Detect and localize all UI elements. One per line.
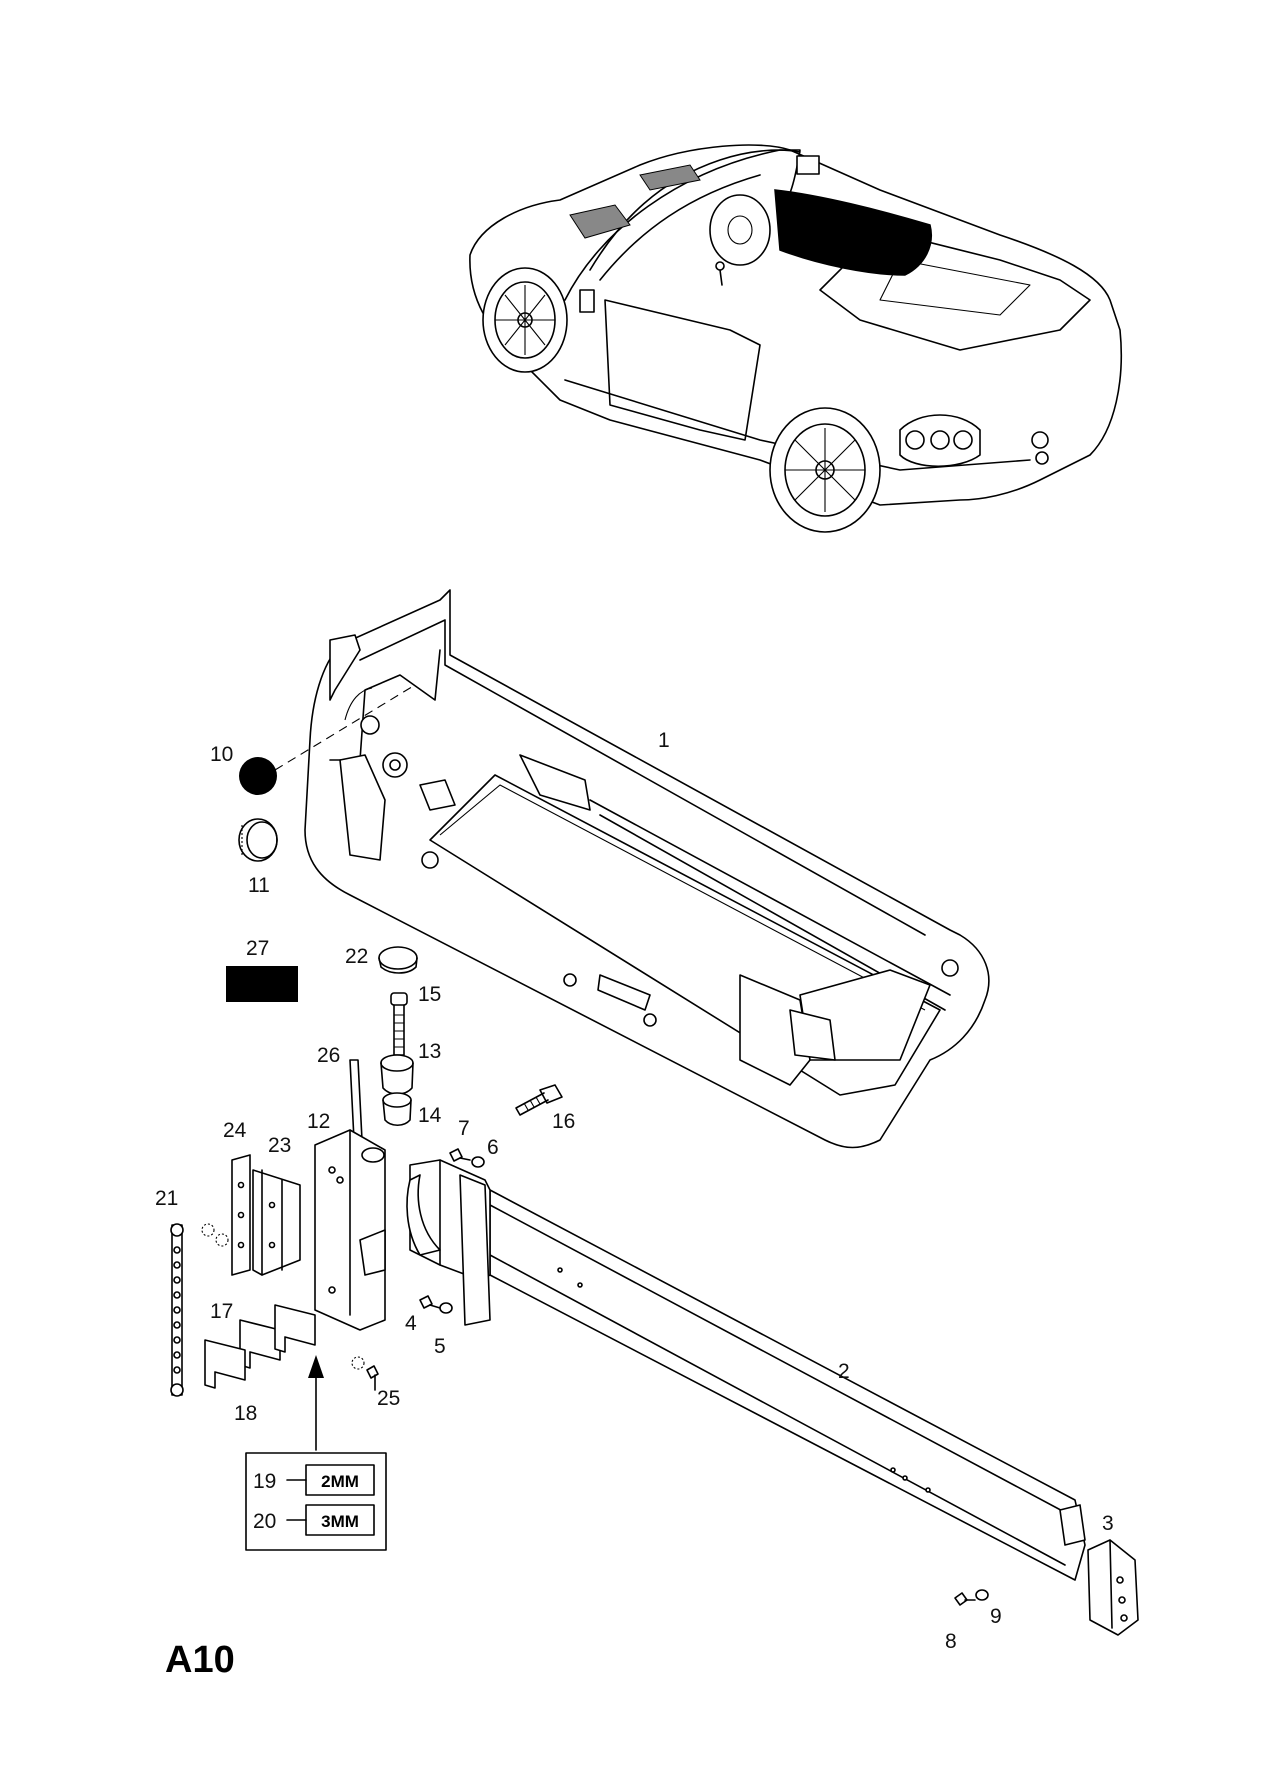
part-24-plate <box>231 1154 251 1276</box>
beam-end-bracket <box>406 1159 491 1326</box>
shim-ref-19: 19 <box>253 1470 276 1493</box>
part-14-sleeve <box>382 1092 412 1127</box>
part-21-strip <box>170 1223 184 1397</box>
callout-10: 10 <box>210 743 233 766</box>
front-frame-assembly <box>304 589 990 1149</box>
callout-26: 26 <box>317 1044 340 1067</box>
part-12-bracket <box>314 1129 386 1331</box>
page-code: A10 <box>165 1639 235 1681</box>
part-4-screw <box>419 1295 441 1309</box>
callout-25: 25 <box>377 1387 400 1410</box>
side-beam <box>489 1189 1086 1581</box>
callout-27: 27 <box>246 937 269 960</box>
part-3-bracket <box>1087 1539 1139 1636</box>
shim-ref-20: 20 <box>253 1510 276 1533</box>
callout-4: 4 <box>405 1312 417 1335</box>
part-18-shim <box>204 1339 246 1389</box>
callout-11: 11 <box>248 874 270 897</box>
front-wheel <box>482 267 568 373</box>
highlighted-panel <box>774 189 932 276</box>
part-11-grommet <box>238 818 278 862</box>
callout-5: 5 <box>434 1335 446 1358</box>
callout-14: 14 <box>418 1104 442 1127</box>
callout-7: 7 <box>458 1117 470 1140</box>
part-16-bolt <box>515 1084 563 1116</box>
part-7-screw <box>449 1148 471 1162</box>
leader-10 <box>274 684 416 771</box>
callout-labels: 1 2 3 4 5 6 7 8 9 10 11 12 13 14 15 16 1… <box>155 729 1114 1653</box>
callout-22: 22 <box>345 945 368 968</box>
part-22-cap <box>378 946 418 974</box>
part-6-washer <box>471 1156 485 1168</box>
callout-3: 3 <box>1102 1512 1114 1535</box>
part-17-shim <box>239 1304 316 1369</box>
car-illustration <box>469 144 1123 533</box>
shim-size-table: 19 20 2MM 3MM <box>245 1452 387 1551</box>
callout-21: 21 <box>155 1187 178 1210</box>
shim-size-2mm: 2MM <box>321 1472 359 1491</box>
part-10-plug <box>239 757 277 795</box>
callout-12: 12 <box>307 1110 330 1133</box>
callout-6: 6 <box>487 1136 499 1159</box>
callout-17: 17 <box>210 1300 233 1323</box>
part-15-bolt <box>390 992 408 1056</box>
part-9-washer <box>975 1589 989 1601</box>
part-23-plate <box>252 1169 301 1276</box>
callout-1: 1 <box>658 729 670 752</box>
callout-8: 8 <box>945 1630 957 1653</box>
arrow-up-icon <box>308 1355 324 1378</box>
part-27-label <box>226 966 298 1002</box>
callout-9: 9 <box>990 1605 1002 1628</box>
callout-13: 13 <box>418 1040 441 1063</box>
callout-18: 18 <box>234 1402 257 1425</box>
part-8-screw <box>954 1592 976 1606</box>
part-26-pin <box>349 1059 363 1141</box>
shim-size-3mm: 3MM <box>321 1512 359 1531</box>
callout-23: 23 <box>268 1134 291 1157</box>
part-13-bushing <box>380 1054 414 1095</box>
callout-16: 16 <box>552 1110 575 1133</box>
callout-2: 2 <box>838 1360 850 1383</box>
part-25-screw <box>351 1356 379 1391</box>
nut-icon <box>215 1233 229 1247</box>
callout-15: 15 <box>418 983 441 1006</box>
callout-24: 24 <box>223 1119 247 1142</box>
part-5-washer <box>439 1302 453 1314</box>
rear-wheel <box>769 407 881 533</box>
nut-icon <box>201 1223 215 1237</box>
